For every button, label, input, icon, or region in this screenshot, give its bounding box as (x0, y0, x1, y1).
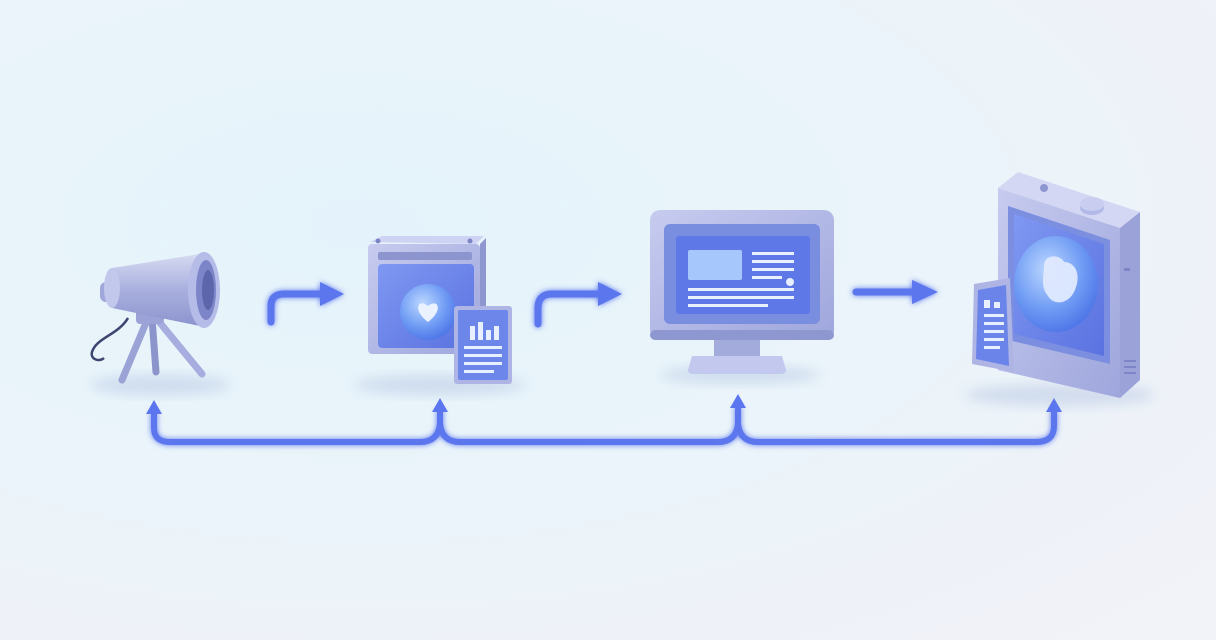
ground-shadows (90, 366, 1155, 406)
feedback-arrowhead-2 (432, 398, 448, 412)
feedback-loop-3 (735, 405, 1057, 445)
feedback-arrowhead-4 (1046, 398, 1062, 412)
document-card-icon (972, 278, 1014, 372)
heart-box-icon (368, 236, 486, 354)
monitor-icon (650, 210, 834, 374)
feedback-arrowheads (146, 394, 1062, 414)
feedback-arrowhead-1 (146, 400, 162, 414)
forward-arrow-1 (267, 282, 344, 326)
forward-arrow-3 (852, 280, 938, 304)
cabinet-icon (998, 172, 1140, 398)
feedback-arrowhead-3 (730, 394, 746, 408)
feedback-loop-1 (151, 409, 443, 445)
feedback-loops (151, 405, 1057, 445)
forward-arrow-2 (534, 282, 622, 328)
feedback-loop-2 (437, 405, 741, 445)
bar-chart-card-icon (454, 306, 512, 384)
megaphone-icon (90, 252, 220, 384)
